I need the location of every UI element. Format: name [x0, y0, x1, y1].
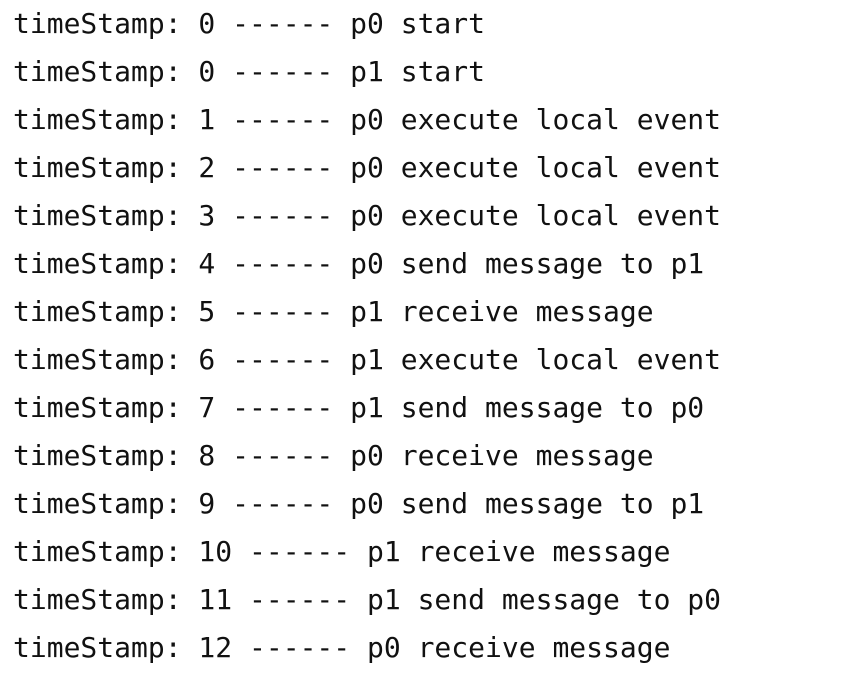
log-line: timeStamp: 0 ------ p0 start — [13, 7, 486, 40]
log-line: timeStamp: 7 ------ p1 send message to p… — [13, 391, 705, 424]
log-line: timeStamp: 11 ------ p1 send message to … — [13, 583, 722, 616]
log-line: timeStamp: 1 ------ p0 execute local eve… — [13, 103, 722, 136]
log-line: timeStamp: 3 ------ p0 execute local eve… — [13, 199, 722, 232]
log-line: timeStamp: 12 ------ p0 receive message — [13, 631, 671, 664]
log-line: timeStamp: 2 ------ p0 execute local eve… — [13, 151, 722, 184]
console-output: timeStamp: 0 ------ p0 start timeStamp: … — [13, 0, 856, 674]
log-line: timeStamp: 8 ------ p0 receive message — [13, 439, 654, 472]
log-line: timeStamp: 10 ------ p1 receive message — [13, 535, 671, 568]
log-line: timeStamp: 9 ------ p0 send message to p… — [13, 487, 705, 520]
log-line: timeStamp: 0 ------ p1 start — [13, 55, 486, 88]
log-line: timeStamp: 4 ------ p0 send message to p… — [13, 247, 705, 280]
log-line: timeStamp: 5 ------ p1 receive message — [13, 295, 654, 328]
log-line: timeStamp: 6 ------ p1 execute local eve… — [13, 343, 722, 376]
